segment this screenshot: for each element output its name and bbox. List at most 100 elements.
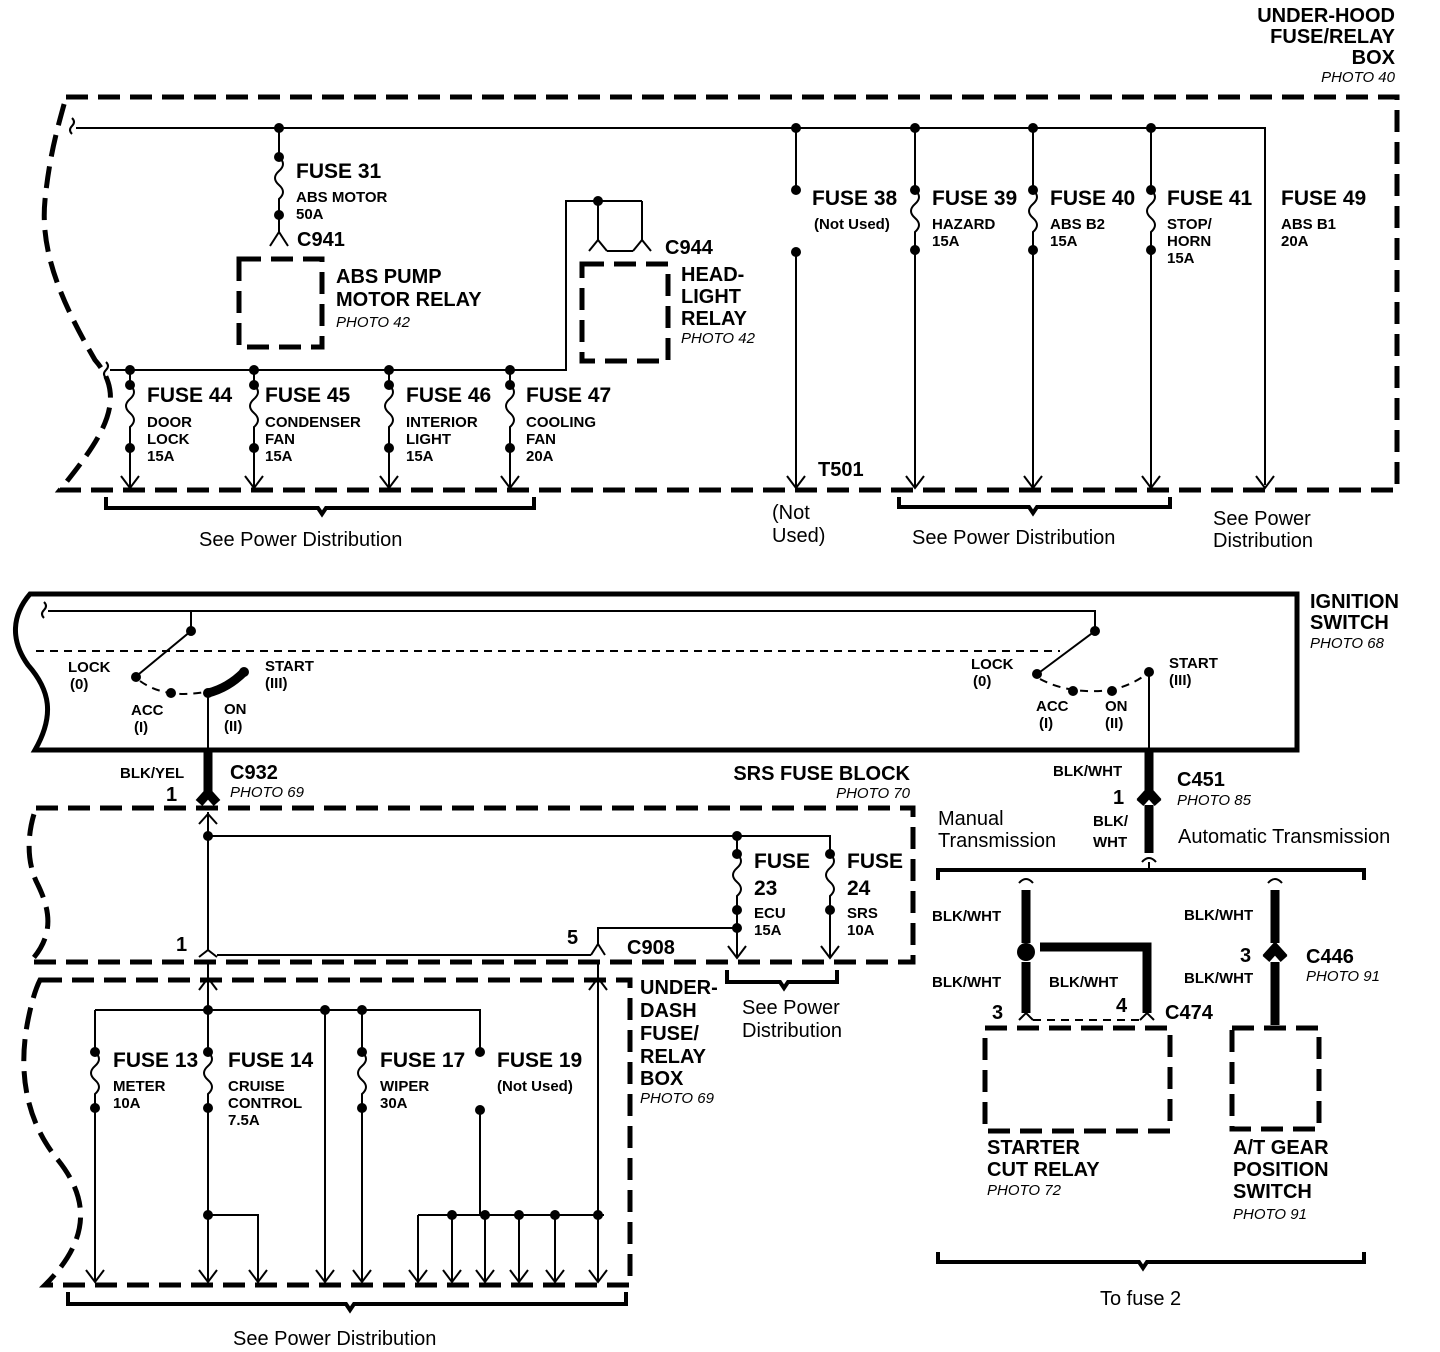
bus-node	[480, 1210, 490, 1220]
c451-label: C451	[1177, 769, 1225, 791]
bracket-srs	[725, 970, 839, 992]
srs-photo: PHOTO 70	[836, 785, 911, 802]
manual-wire-color-top: BLK/WHT	[932, 908, 1001, 925]
fuse-node	[910, 245, 920, 255]
fuse-node	[1028, 185, 1038, 195]
manual-harness-cross	[1040, 942, 1152, 1013]
fuse-31-desc-1: ABS MOTOR	[296, 189, 388, 206]
fuse-13-desc-1: METER	[113, 1078, 166, 1095]
fuse-41-symbol	[1141, 128, 1161, 490]
fuse-19-desc-1: (Not Used)	[497, 1078, 573, 1095]
fuse-24-symbol	[820, 848, 840, 960]
ignition-bus-wire	[41, 601, 1096, 631]
under-dash-title-5: BOX	[640, 1068, 684, 1090]
fuse-38-desc-1: (Not Used)	[814, 216, 890, 233]
srs-node	[203, 831, 213, 841]
fuse-node	[125, 380, 135, 390]
fuse-47-desc-3: 20A	[526, 448, 554, 465]
fuse-14-symbol	[198, 1010, 268, 1284]
c941-label: C941	[297, 229, 345, 251]
fuse-47-desc-1: COOLING	[526, 414, 596, 431]
fuse-46-label: FUSE 46	[406, 384, 491, 407]
under-hood-title-1: UNDER-HOOD	[1257, 5, 1395, 27]
fuse-node	[1146, 185, 1156, 195]
fuse-41-desc-3: 15A	[1167, 250, 1195, 267]
harness-stripe	[1022, 907, 1151, 991]
switch-lock-contact-left	[131, 672, 141, 682]
c474-connector-right	[1139, 1011, 1155, 1021]
automatic-wire-color-bottom: BLK/WHT	[1184, 970, 1253, 987]
c932-photo: PHOTO 69	[230, 784, 305, 801]
fuse-49-desc-1: ABS B1	[1281, 216, 1336, 233]
bus-node	[593, 1210, 603, 1220]
c932-pin: 1	[166, 784, 177, 806]
under-dash-box-outline	[21, 977, 633, 1288]
fuse-39-desc-1: HAZARD	[932, 216, 995, 233]
under-dash-title-2: DASH	[640, 1000, 697, 1022]
abs-relay-title-2: MOTOR RELAY	[336, 289, 482, 311]
fuse-44-desc-3: 15A	[147, 448, 175, 465]
see-power-distribution-left: See Power Distribution	[199, 529, 402, 551]
automatic-transmission: Automatic Transmission	[1178, 826, 1390, 848]
srs-box-outline	[24, 805, 916, 965]
fuse-node	[505, 380, 515, 390]
fuse-node	[384, 443, 394, 453]
fuse-45-desc-2: FAN	[265, 431, 295, 448]
under-hood-title-2: FUSE/RELAY	[1270, 26, 1396, 48]
srs-pin-1: 1	[176, 934, 187, 956]
ign-left-start: START	[265, 658, 314, 675]
switch-arc-right	[1039, 671, 1150, 693]
c451-wire-color-bottom-1: BLK/	[1093, 813, 1129, 830]
c474-pin-3: 3	[992, 1002, 1003, 1024]
fuse-44-desc-2: LOCK	[147, 431, 190, 448]
fuse-node	[475, 1047, 485, 1057]
srs-pin-5: 5	[567, 927, 578, 949]
ign-right-on-pos: (II)	[1105, 715, 1123, 732]
c474-pin-4: 4	[1116, 995, 1128, 1017]
under-dash-title-1: UNDER-	[640, 977, 718, 999]
fuse-38-label: FUSE 38	[812, 187, 898, 210]
bus-node	[593, 196, 603, 206]
c446-connector-bottom	[1262, 942, 1288, 963]
fuse-40-label: FUSE 40	[1050, 187, 1135, 210]
abs-relay-title-1: ABS PUMP	[336, 266, 442, 288]
fuse-23-desc-2: 15A	[754, 922, 782, 939]
fuse-14-label: FUSE 14	[228, 1049, 314, 1072]
srs-internal-wires	[198, 812, 831, 958]
fuse-46-desc-2: LIGHT	[406, 431, 451, 448]
srs-see-pd-2: Distribution	[742, 1020, 842, 1042]
fuse-44-symbol	[120, 370, 140, 490]
abs-pump-motor-relay-box	[236, 256, 325, 350]
t501-label: T501	[818, 459, 864, 481]
ign-right-acc-pos: (I)	[1039, 715, 1053, 732]
fuse-23-desc-1: ECU	[754, 905, 786, 922]
fuse-node	[475, 1105, 485, 1115]
c944-label: C944	[665, 237, 714, 259]
under-dash-see-pd: See Power Distribution	[233, 1328, 436, 1350]
switch-lever-left	[138, 630, 192, 675]
c446-label: C446	[1306, 946, 1354, 968]
fuse-45-desc-3: 15A	[265, 448, 293, 465]
fuse-47-desc-2: FAN	[526, 431, 556, 448]
fuse-node	[910, 185, 920, 195]
fuse-node	[203, 1210, 213, 1220]
fuse-44-desc-1: DOOR	[147, 414, 192, 431]
srs-title: SRS FUSE BLOCK	[733, 763, 910, 785]
fuse-node	[357, 1047, 367, 1057]
at-switch-title-1: A/T GEAR	[1233, 1137, 1329, 1159]
fuse-24-label-2: 24	[847, 877, 871, 900]
fuse-23-symbol	[727, 848, 747, 960]
bracket-middle	[897, 497, 1172, 517]
starter-relay-photo: PHOTO 72	[987, 1182, 1062, 1199]
fuse-39-symbol	[905, 128, 925, 490]
srs-fuse-block: SRS FUSE BLOCK PHOTO 70 BLK/YEL 1 C932 P…	[24, 752, 916, 1042]
fuse-49-label: FUSE 49	[1281, 187, 1366, 210]
abs-relay-photo: PHOTO 42	[336, 314, 411, 331]
headlight-relay-photo: PHOTO 42	[681, 330, 756, 347]
under-hood-photo: PHOTO 40	[1321, 69, 1396, 86]
starter-cut-relay-box	[982, 1025, 1173, 1134]
fuse-40-symbol	[1023, 128, 1043, 490]
under-dash-photo: PHOTO 69	[640, 1090, 715, 1107]
ign-right-lock: LOCK	[971, 656, 1014, 673]
fuse-19-symbol	[408, 1110, 608, 1284]
